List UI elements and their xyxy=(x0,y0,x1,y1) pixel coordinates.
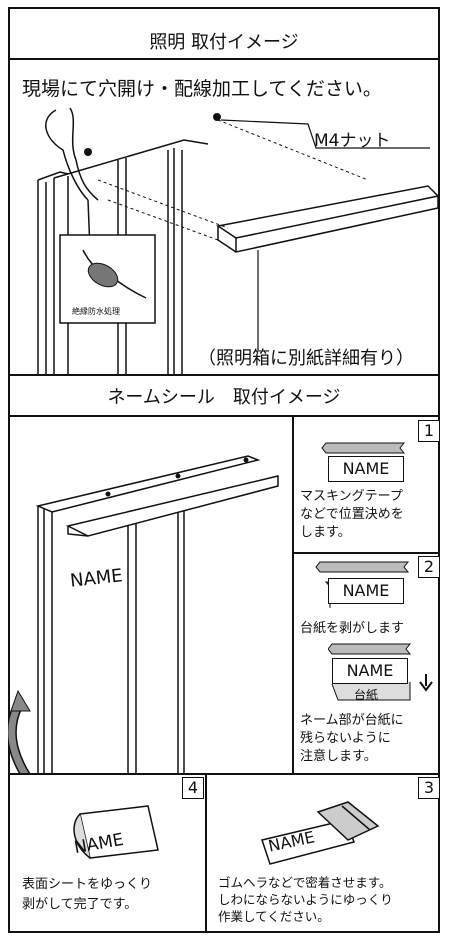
step-1-number: 1 xyxy=(418,420,440,442)
step-2-note-1: ネーム部が台紙に xyxy=(300,713,404,728)
peel-surface-icon xyxy=(73,805,159,859)
divider xyxy=(8,58,440,60)
divider xyxy=(205,773,207,933)
step-3-desc-3: 作業してください。 xyxy=(218,909,330,924)
step-4-number: 4 xyxy=(182,777,204,799)
step-3-number: 3 xyxy=(418,777,440,799)
inset-label: 絶縁防水処理 xyxy=(72,307,120,316)
divider xyxy=(8,415,440,417)
lighting-instruction: 現場にて穴開け・配線加工してください。 xyxy=(22,78,382,100)
divider xyxy=(292,552,440,554)
masking-tape-icon xyxy=(321,442,406,454)
step-1-desc-2: などで位置決めを xyxy=(300,507,404,522)
step-3-desc-1: ゴムヘラなどで密着させます。 xyxy=(218,875,392,890)
lighting-header: 照明 取付イメージ xyxy=(149,32,299,53)
divider xyxy=(292,416,294,774)
name-seal-header: ネームシール 取付イメージ xyxy=(107,387,341,408)
squeegee-icon xyxy=(261,801,380,865)
step-2-desc: 台紙を剥がします xyxy=(300,621,405,636)
box-note: （照明箱に別紙詳細有り） xyxy=(198,348,414,369)
panel-illustration xyxy=(8,455,279,774)
step-3-desc-2: しわにならないようにゆっくり xyxy=(218,892,393,907)
step-2-name-box: NAME xyxy=(328,578,404,604)
backing-label: 台紙 xyxy=(354,688,379,702)
step-4-desc-1: 表面シートをゆっくり xyxy=(22,877,153,892)
divider xyxy=(8,773,440,775)
nut-label: M4ナット xyxy=(314,131,391,151)
divider xyxy=(8,374,440,376)
step-4-desc-2: 剥がして完了です。 xyxy=(22,897,138,912)
step-2-name-box-2: NAME xyxy=(332,658,408,684)
page-frame xyxy=(8,7,440,933)
backing-sheet-icon xyxy=(328,643,433,701)
step-2-number: 2 xyxy=(418,556,440,578)
lighting-illustration xyxy=(37,107,440,375)
step-2-note-2: 残らないように xyxy=(300,731,391,746)
step-2-note-3: 注意します。 xyxy=(300,749,377,764)
step-1-name-box: NAME xyxy=(328,456,404,482)
step-1-desc-1: マスキングテープ xyxy=(300,489,403,504)
step-1-desc-3: します。 xyxy=(300,525,351,540)
